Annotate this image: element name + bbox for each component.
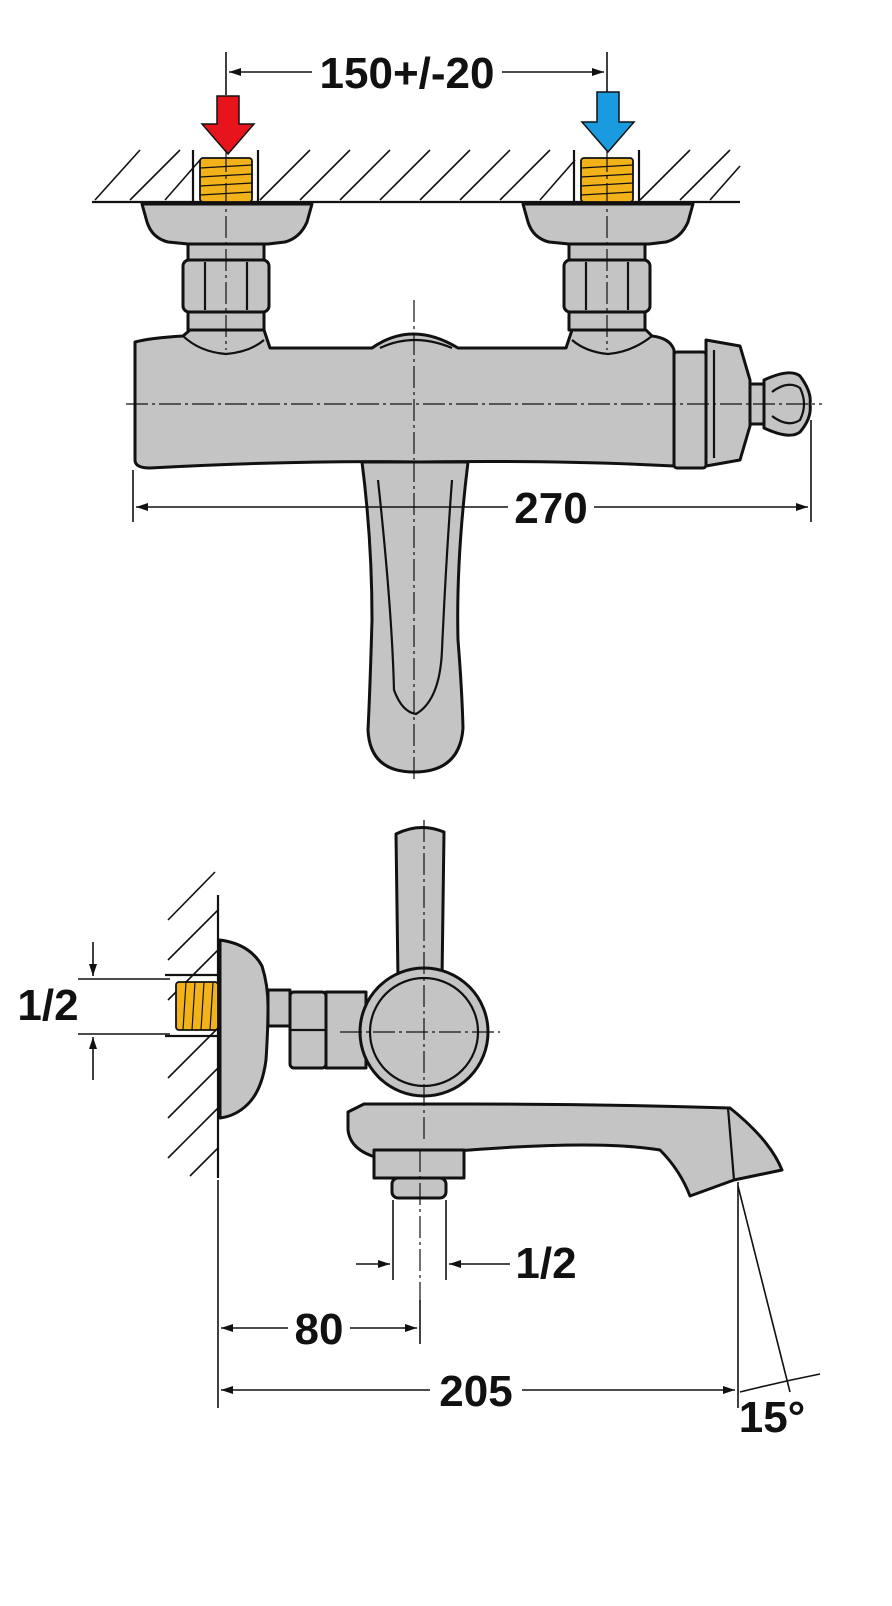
spout-angle-label: 15° (739, 1393, 806, 1442)
cold-wall-flange (521, 202, 695, 246)
side-coupling (266, 988, 292, 1028)
cold-inlet-thread (572, 150, 641, 203)
side-view: 1/2 1/2 (17, 820, 821, 1442)
side-wall-flange (218, 938, 270, 1120)
outlet-thread-dimension: 1/2 (356, 1200, 577, 1288)
hot-wall-flange (140, 202, 314, 246)
inlet-thread-dimension: 1/2 (17, 942, 170, 1080)
spout (346, 1102, 784, 1198)
cold-water-arrow-icon (580, 91, 636, 154)
diverter-collar (672, 350, 708, 470)
total-width-dimension: 270 (132, 420, 812, 533)
front-view: 150+/-20 (92, 49, 822, 780)
outlet-connector (390, 1176, 448, 1200)
side-inlet-thread (165, 973, 219, 1038)
total-width-label: 270 (514, 484, 587, 533)
diverter-housing (704, 338, 752, 468)
wall-to-outlet-label: 80 (295, 1305, 344, 1354)
hot-inlet-thread (191, 150, 260, 203)
outlet-thread-label: 1/2 (515, 1239, 576, 1288)
mixer-body (133, 328, 676, 470)
front-wall-hatch (94, 149, 741, 201)
front-lever-handle (360, 460, 470, 774)
wall-to-outlet-dimension: 80 (217, 1180, 421, 1408)
projection-label: 205 (439, 1367, 512, 1416)
projection-dimension: 205 (221, 1182, 739, 1416)
inlet-spacing-dimension: 150+/-20 (225, 49, 608, 98)
hot-water-arrow-icon (200, 95, 256, 156)
spout-base (372, 1148, 466, 1180)
side-lever-handle (394, 826, 446, 982)
inlet-spacing-label: 150+/-20 (320, 49, 495, 98)
spout-angle-dimension: 15° (737, 1185, 821, 1442)
inlet-thread-label: 1/2 (17, 981, 78, 1030)
